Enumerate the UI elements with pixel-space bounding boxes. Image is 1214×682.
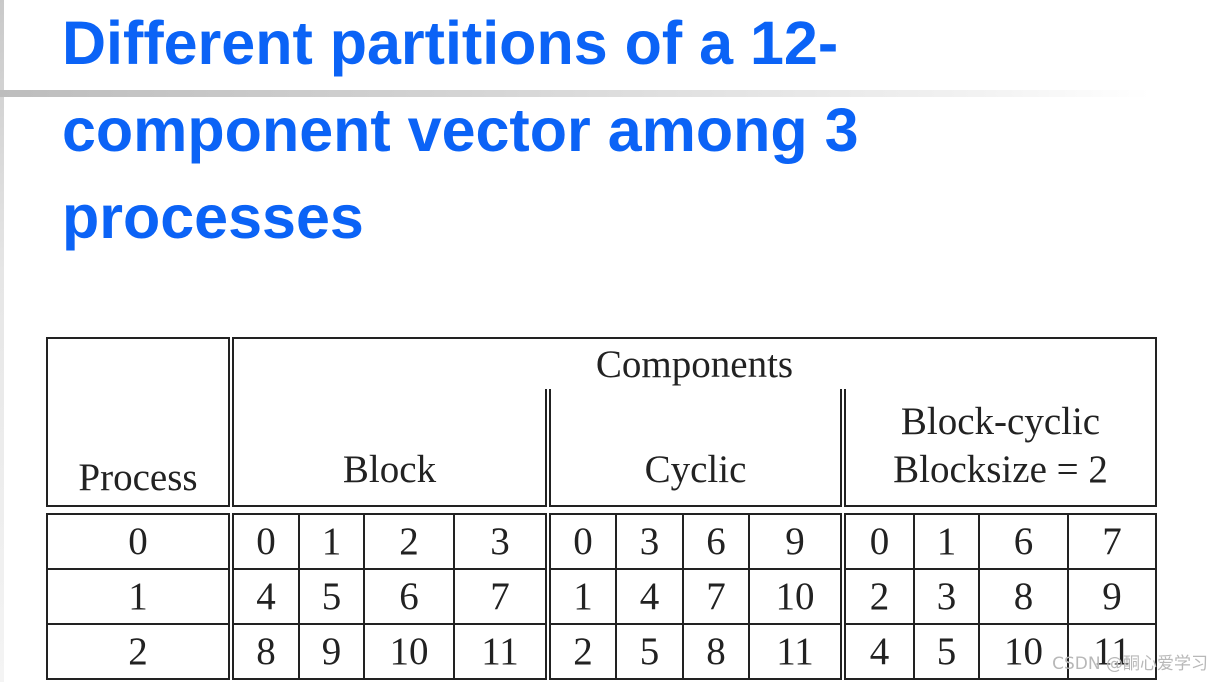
block-cell: 9 (298, 623, 365, 680)
process-cell: 1 (46, 568, 234, 625)
cyclic-cell: 9 (748, 513, 846, 570)
slide-title-line-2: component vector among 3 (62, 96, 859, 164)
block-cell: 0 (230, 513, 300, 570)
cyclic-cell: 11 (748, 623, 846, 680)
block-cyclic-cell: 11 (1067, 623, 1157, 680)
block-cyclic-cell: 9 (1067, 568, 1157, 625)
block-cyclic-cell: 4 (842, 623, 915, 680)
slide-title-line-1: Different partitions of a 12- (62, 9, 839, 77)
block-cyclic-cell: 5 (913, 623, 980, 680)
block-cyclic-group-header: Block-cyclic Blocksize = 2 (842, 389, 1157, 507)
table-row: 1 4 5 6 7 1 4 7 10 2 3 8 9 (46, 568, 1157, 625)
table-row: 2 8 9 10 11 2 5 8 11 4 5 10 11 (46, 623, 1157, 680)
cyclic-cell: 1 (547, 568, 617, 625)
process-cell: 0 (46, 513, 234, 570)
block-cyclic-cell: 0 (842, 513, 915, 570)
cyclic-cell: 5 (615, 623, 684, 680)
cyclic-cell: 10 (748, 568, 846, 625)
block-cell: 5 (298, 568, 365, 625)
slide-title: Different partitions of a 12- component … (62, 0, 1182, 261)
cyclic-cell: 7 (682, 568, 750, 625)
block-cell: 6 (363, 568, 455, 625)
cyclic-cell: 0 (547, 513, 617, 570)
cyclic-cell: 6 (682, 513, 750, 570)
blocksize-label: Blocksize = 2 (893, 448, 1108, 492)
cyclic-cell: 2 (547, 623, 617, 680)
process-cell: 2 (46, 623, 234, 680)
block-cell: 10 (363, 623, 455, 680)
header-row-components: Process Components (46, 337, 1157, 507)
components-header: Components (230, 337, 1157, 389)
block-group-header: Block (230, 389, 551, 507)
block-cell: 8 (230, 623, 300, 680)
block-cyclic-cell: 10 (978, 623, 1069, 680)
process-column-header: Process (46, 337, 234, 507)
block-cyclic-cell: 3 (913, 568, 980, 625)
block-cyclic-cell: 2 (842, 568, 915, 625)
block-cell: 11 (453, 623, 551, 680)
slide-left-accent-bar (0, 0, 4, 682)
block-cyclic-cell: 7 (1067, 513, 1157, 570)
watermark: CSDN @酮心爱学习 (1052, 654, 1208, 674)
block-cell: 3 (453, 513, 551, 570)
block-cell: 2 (363, 513, 455, 570)
block-cyclic-label: Block-cyclic (900, 399, 1101, 443)
slide-title-line-3: processes (62, 183, 364, 251)
slide-title-divider (0, 90, 1150, 97)
block-cell: 4 (230, 568, 300, 625)
cyclic-cell: 8 (682, 623, 750, 680)
table-row: 0 0 1 2 3 0 3 6 9 0 1 6 7 (46, 513, 1157, 570)
block-cyclic-cell: 1 (913, 513, 980, 570)
cyclic-group-header: Cyclic (547, 389, 846, 507)
block-cyclic-cell: 8 (978, 568, 1069, 625)
block-cell: 1 (298, 513, 365, 570)
cyclic-cell: 4 (615, 568, 684, 625)
header-separator (47, 505, 1156, 515)
partition-table: Process Components Block Cyclic Block-cy… (46, 337, 1157, 680)
block-cell: 7 (453, 568, 551, 625)
header-row-groups: Block Cyclic Block-cyclic Blocksize = 2 (47, 389, 1157, 507)
cyclic-cell: 3 (615, 513, 684, 570)
block-cyclic-cell: 6 (978, 513, 1069, 570)
